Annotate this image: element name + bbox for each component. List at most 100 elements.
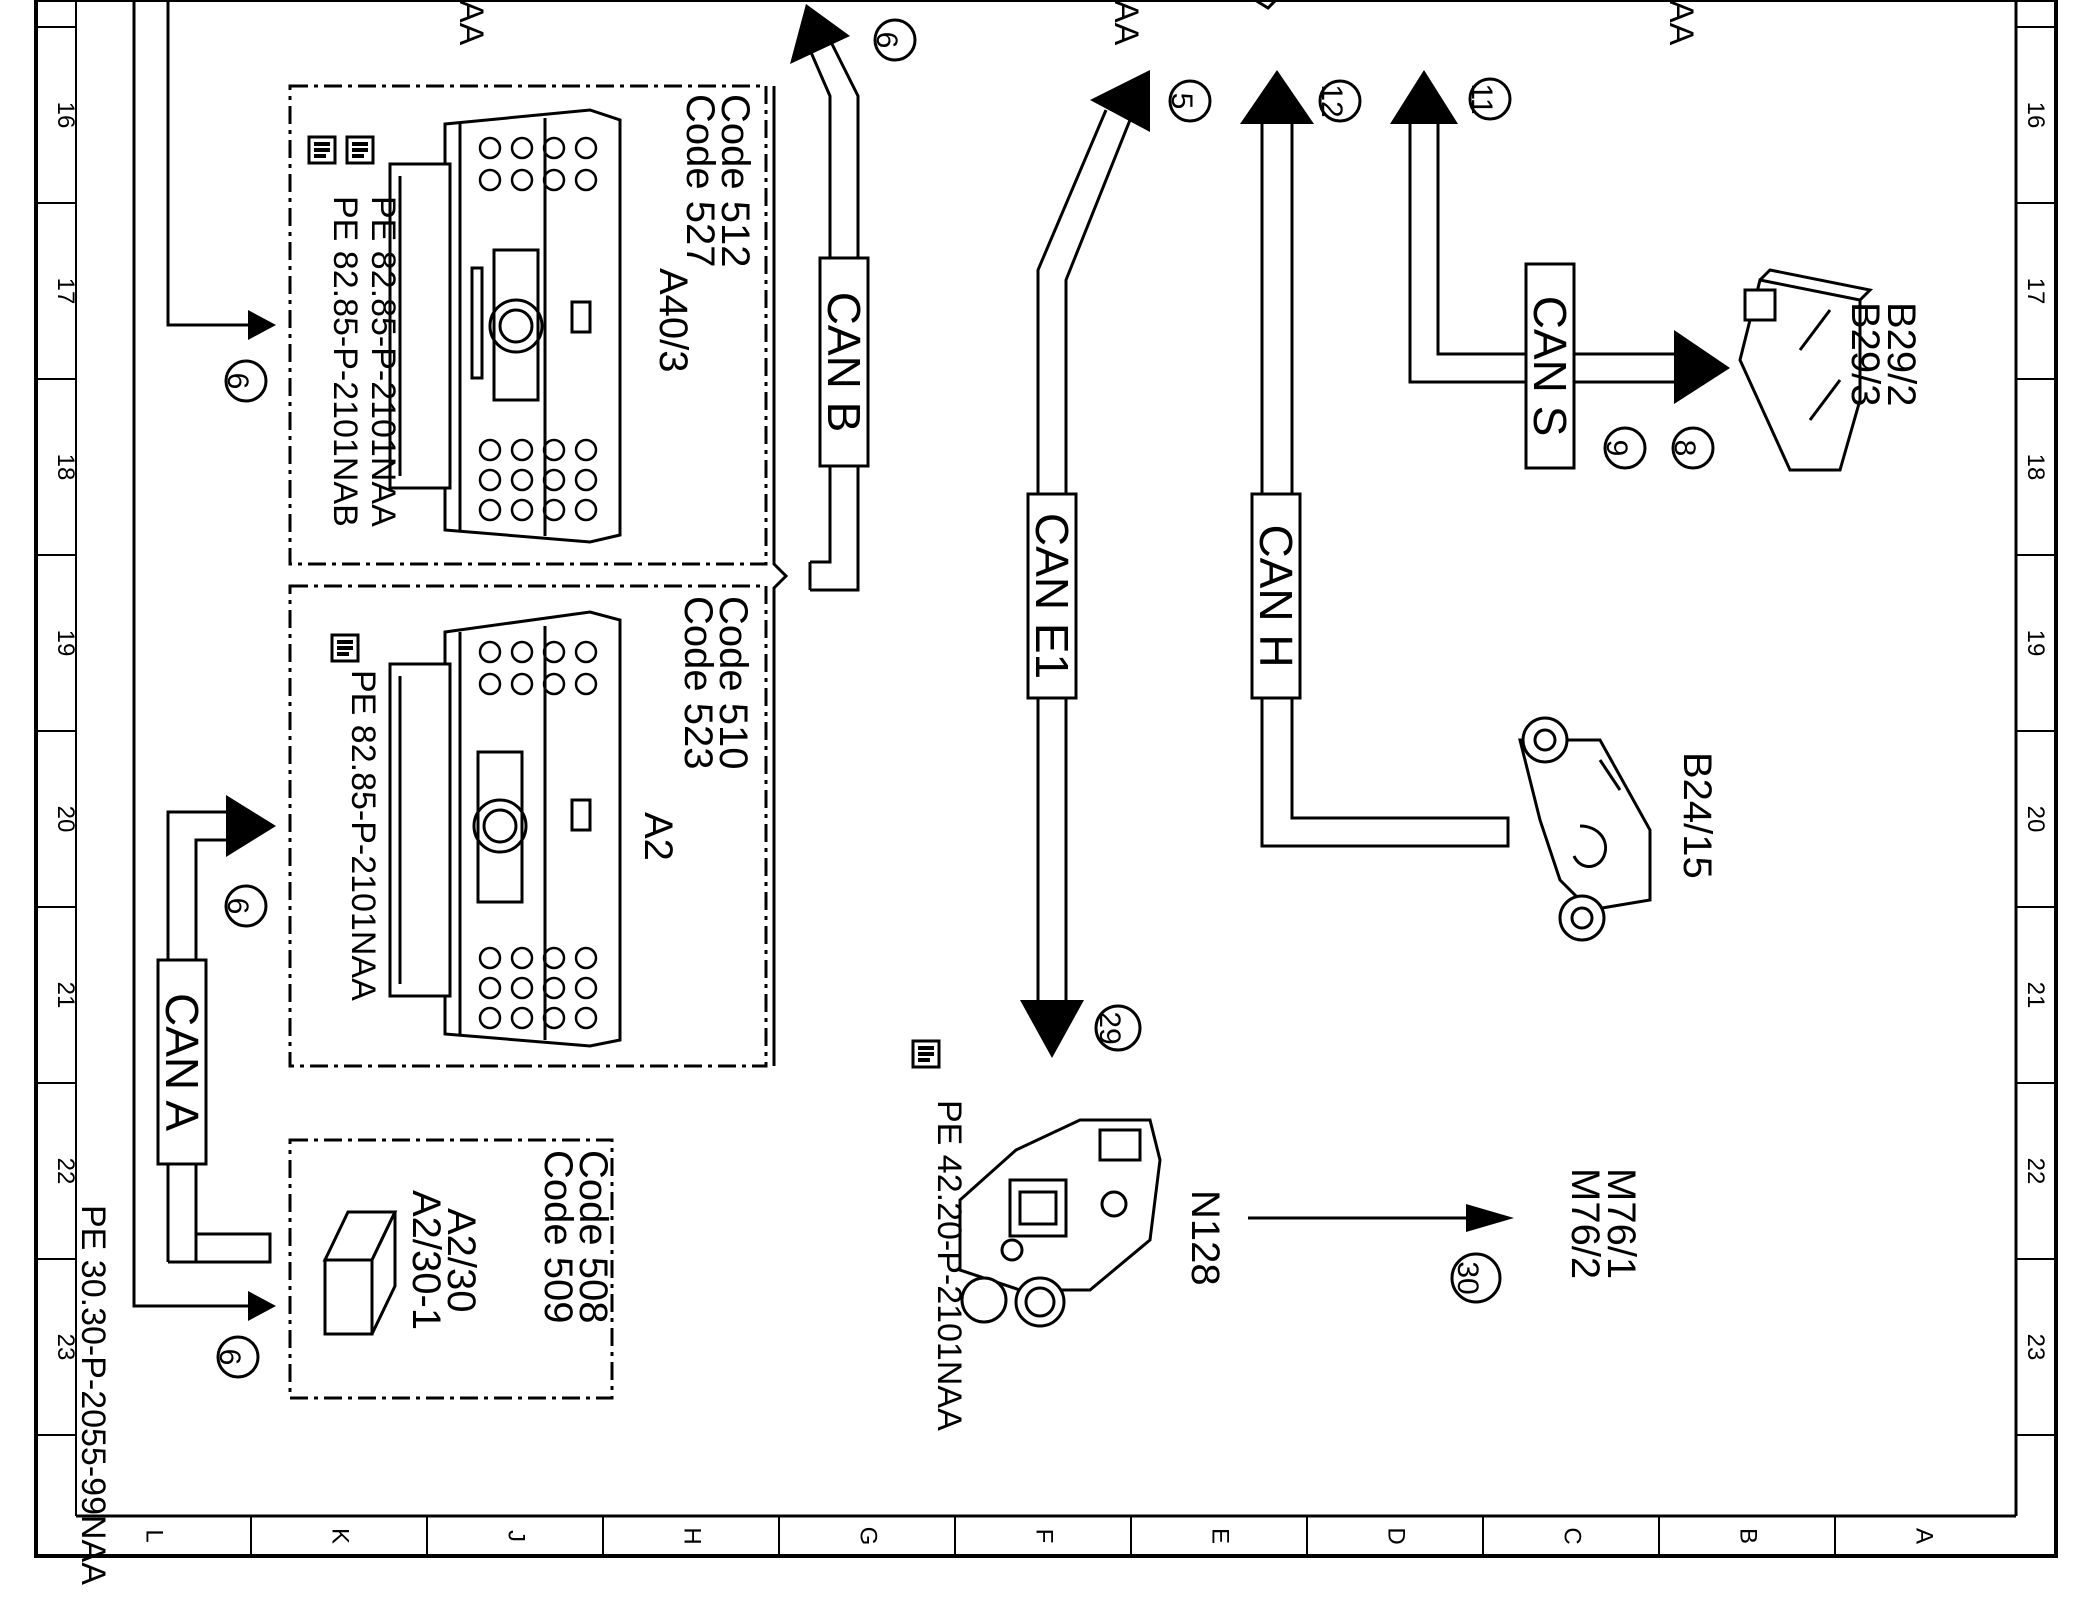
row-label-left: 17 [52,278,79,305]
can-s-label-box [1524,262,1576,470]
pointing-hand-icon [911,1039,941,1069]
col-label: B [1735,1528,1762,1544]
b29-3-label: B29/3 [1843,302,1887,407]
row-label-right: 18 [2022,454,2049,481]
col-label: L [141,1529,168,1542]
col-label: F [1031,1529,1058,1544]
a40-3-code2: Code 527 [678,94,722,267]
a2-radio-icon [388,610,622,1048]
col-label: H [679,1527,706,1544]
can-s-label: CAN S [1524,296,1576,437]
b24-15-sensor-icon [1518,716,1652,942]
a40-3-buttons [478,136,598,522]
m76-1-label: M76/1 [1599,1168,1643,1279]
ref-circle-6-a2 [224,884,268,928]
can-b-label: CAN B [818,292,870,433]
ref-text-8: 8 [1668,440,1701,457]
col-label: C [1559,1527,1586,1544]
ref-text-6-top: 6 [870,32,903,49]
ref-circle-29 [1094,1004,1142,1052]
ref-text-12: 12 [1315,84,1348,117]
can-h-bus [1260,120,1510,848]
ref-text-9: 9 [1600,440,1633,457]
a40-3-radio-icon [388,108,622,544]
a40-3-code1: Code 512 [713,94,757,267]
can-h-label-box [1250,492,1302,700]
a2-label: A2 [636,812,680,861]
col-label: E [1207,1528,1234,1544]
ref-text-30: 30 [1451,1261,1484,1294]
arrow-can-b-out [790,4,850,64]
n128-label: N128 [1183,1190,1227,1286]
n128-module-icon [958,1118,1162,1328]
row-label-right: 17 [2022,278,2049,305]
ref-circle-5 [1168,79,1212,123]
a2-ref: PE 82.85-P-2101NAA [344,670,382,1001]
ref-circle-6-top [873,18,917,62]
ref-text-5: 5 [1165,93,1198,110]
ref-circle-6-a230 [216,1335,260,1379]
row-label-left: 23 [52,1334,79,1361]
can-a-label: CAN A [156,993,208,1131]
can-a-label-box [156,958,208,1166]
row-label-left: 16 [52,102,79,129]
can-h-label: CAN H [1250,524,1302,667]
a40-3-ref2: PE 82.85-P-2101NAB [326,196,364,527]
arrow-can-h-up [1240,70,1314,124]
ref-circle-11 [1468,77,1512,121]
arrow-a230-in [248,1291,276,1321]
n128-ref: PE 42.20-P-2101NAA [930,1100,968,1431]
row-label-left: 19 [52,630,79,657]
grid-col-labels: L K J H G F E D C B A [141,1527,1938,1546]
left-feed-lines [132,0,260,1308]
col-label: K [327,1528,354,1544]
arrow-can-e1-up [1090,70,1150,132]
top-cut-right: AA [1662,0,1700,46]
a2-30-box [288,1138,614,1400]
ref-circle-8 [1671,426,1715,470]
a2-30-module-icon [322,1210,398,1336]
ref-circle-9 [1603,426,1647,470]
a2-buttons [478,640,598,1030]
ref-text-6-a40: 6 [221,373,254,390]
a40-3-label: A40/3 [651,268,695,373]
row-label-right: 16 [2022,102,2049,129]
col-label: D [1383,1527,1410,1544]
pointing-hand-icon [330,633,360,663]
can-e1-label-box [1026,492,1078,700]
a40-3-ref1: PE 82.85-P-2101NAA [364,196,402,527]
frame [34,0,2058,1558]
top-cut-mid: AA [1107,0,1145,46]
arrow-a2-in [226,795,276,857]
arrow-can-s-up [1390,70,1458,124]
a2-30-1-label: A2/30-1 [404,1190,448,1330]
row-label-right: 20 [2022,806,2049,833]
col-label: J [503,1530,530,1542]
a2-30-label: A2/30 [439,1208,483,1313]
ref-text-6-a2: 6 [221,898,254,915]
col-label: G [855,1527,882,1546]
row-label-left: 21 [52,982,79,1009]
ref-circle-6-a40 [224,359,268,403]
row-label-right: 19 [2022,630,2049,657]
top-cut-connector [1254,0,1278,10]
a2-code1: Code 510 [711,596,755,769]
can-s-bus [1408,120,1676,384]
a40-3-box [288,84,768,566]
m76-2-label: M76/2 [1563,1168,1607,1279]
ref-circle-12 [1318,79,1362,123]
a2-30-code2: Code 509 [536,1150,580,1323]
col-label: A [1911,1528,1938,1544]
a2-box [288,584,768,1068]
can-e1-bus [1036,109,1132,1010]
row-label-right: 21 [2022,982,2049,1009]
b24-15-label: B24/15 [1675,752,1719,879]
can-b-label-box [818,256,870,468]
ref-text-29: 29 [1093,1011,1126,1044]
ref-text-11: 11 [1465,83,1498,114]
b29-sensor-icon [1738,268,1874,472]
arrow-can-s-right [1674,330,1730,404]
arrow-a40-in [248,310,276,340]
